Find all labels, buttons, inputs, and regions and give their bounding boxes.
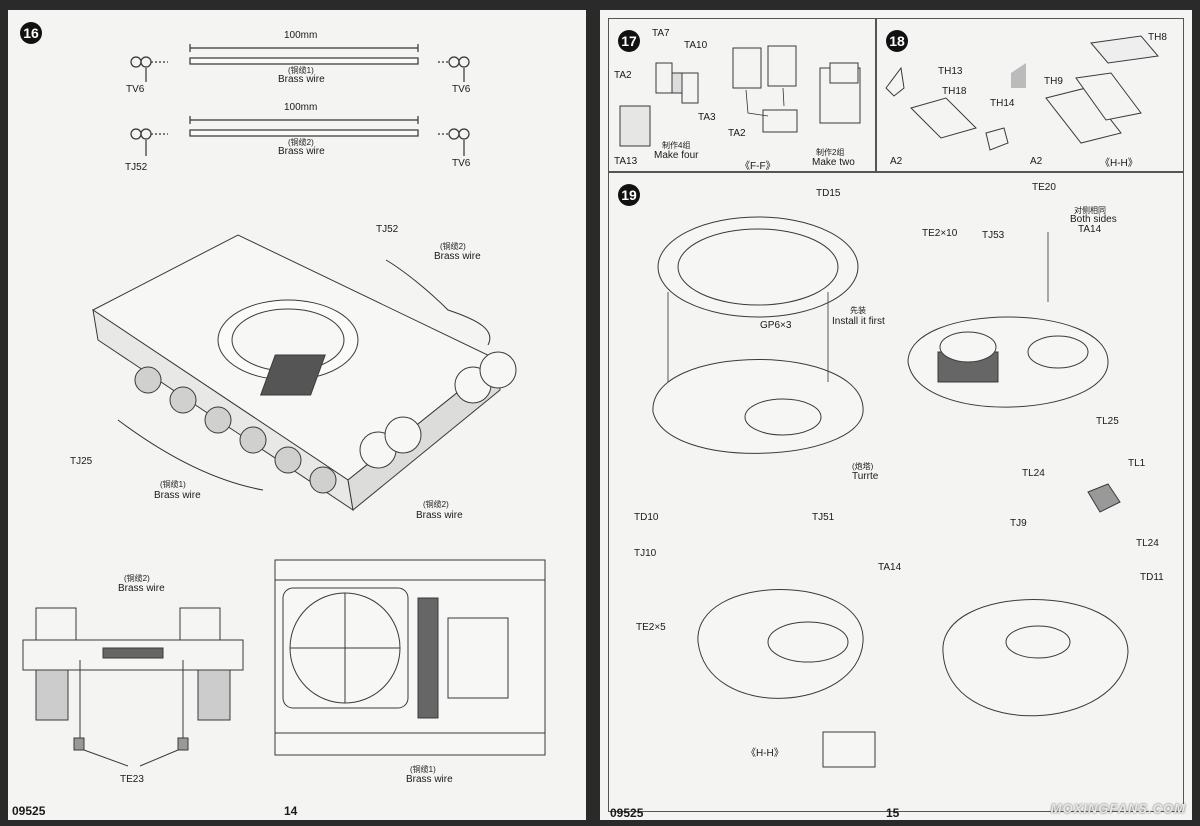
- step-18-drawing: [885, 35, 1159, 151]
- step18-a2-second: A2: [1030, 156, 1043, 167]
- step18-hh-label: 《H-H》: [1100, 158, 1138, 169]
- step19-tl24-second: TL24: [1136, 538, 1159, 549]
- wire1-right-part: TV6: [452, 84, 471, 95]
- wire1-label-cn: (铜缆1): [288, 66, 314, 75]
- left-product-code: 09525: [12, 804, 46, 818]
- rear-te23-label: TE23: [120, 774, 144, 785]
- wire2-length: 100mm: [284, 102, 318, 113]
- step-19-drawing: [652, 216, 1129, 768]
- wire2-right-part: TV6: [452, 158, 471, 169]
- wire2-label-en: Brass wire: [278, 146, 325, 157]
- step-18-panel: [876, 18, 1184, 172]
- top-wire2-en: Brass wire: [416, 510, 463, 521]
- step19-tj53: TJ53: [982, 230, 1005, 241]
- wire2-left-part: TJ52: [125, 162, 148, 173]
- right-page-number: 15: [886, 806, 900, 820]
- wire2-label-cn: (铜缆2): [288, 138, 314, 147]
- step18-th14: TH14: [990, 98, 1015, 109]
- step19-td11: TD11: [1140, 572, 1164, 583]
- step19-install-first-cn: 先装: [850, 306, 866, 315]
- wire1-length: 100mm: [284, 30, 318, 41]
- hull-tj25-label: TJ25: [70, 456, 93, 467]
- step-17-drawing: [619, 45, 861, 147]
- step-19-number: 19: [618, 184, 640, 206]
- step19-both-sides-cn: 对侧相同: [1074, 206, 1106, 215]
- hull-wire1-en: Brass wire: [154, 490, 201, 501]
- step19-tl1: TL1: [1128, 458, 1146, 469]
- step18-th9: TH9: [1044, 76, 1063, 87]
- step19-tj9: TJ9: [1010, 518, 1027, 529]
- step19-ta14-first: TA14: [1078, 224, 1102, 235]
- step19-tj51: TJ51: [812, 512, 835, 523]
- step17-ta2-second: TA2: [728, 128, 746, 139]
- step19-te20: TE20: [1032, 182, 1056, 193]
- top-wire2-cn: (铜缆2): [423, 500, 449, 509]
- step17-make-four-en: Make four: [654, 150, 699, 161]
- step17-ff-label: 《F-F》: [740, 161, 776, 172]
- top-wire1-en: Brass wire: [406, 774, 453, 785]
- right-product-code: 09525: [610, 806, 644, 820]
- step18-a2-first: A2: [890, 156, 903, 167]
- step17-make-four-cn: 制作4组: [662, 141, 691, 150]
- step18-th13: TH13: [938, 66, 963, 77]
- hull-isometric-drawing: [92, 234, 517, 512]
- hull-wire2-en: Brass wire: [434, 251, 481, 262]
- step19-tl24-first: TL24: [1022, 468, 1045, 479]
- step17-make-two-cn: 制作2组: [816, 148, 845, 157]
- step19-te2x10: TE2×10: [922, 228, 958, 239]
- hull-wire1-cn: (铜缆1): [160, 480, 186, 489]
- step-19-panel: [608, 172, 1184, 812]
- step19-tj10: TJ10: [634, 548, 657, 559]
- step19-td10: TD10: [634, 512, 659, 523]
- brass-wire-diagrams: [130, 44, 470, 156]
- step19-turret-cn: (炮塔): [852, 462, 874, 471]
- top-wire1-cn: (铜缆1): [410, 765, 436, 774]
- left-instruction-page: 16 100mm (铜缆1) Brass wire TV6 TV6 100mm: [8, 10, 586, 820]
- step19-gp6: GP6×3: [760, 320, 792, 331]
- step17-ta7: TA7: [652, 28, 670, 39]
- step19-hh-label: 《H-H》: [746, 748, 784, 759]
- step17-ta13: TA13: [614, 156, 638, 167]
- step17-ta2: TA2: [614, 70, 632, 81]
- step18-th8: TH8: [1148, 32, 1167, 43]
- step17-ta3: TA3: [698, 112, 716, 123]
- site-watermark: MOXINGFANS.COM: [1050, 801, 1186, 816]
- step-17-panel: [608, 18, 876, 172]
- step-17-number: 17: [618, 30, 640, 52]
- step18-th18: TH18: [942, 86, 967, 97]
- wire1-label-en: Brass wire: [278, 74, 325, 85]
- step19-td15: TD15: [816, 188, 841, 199]
- step19-turret-en: Turrte: [852, 471, 879, 482]
- hull-wire2-cn: (铜缆2): [440, 242, 466, 251]
- step-18-number: 18: [886, 30, 908, 52]
- hull-rear-view-drawing: [22, 607, 244, 767]
- step17-make-two-en: Make two: [812, 157, 855, 168]
- rear-wire2-cn: (铜缆2): [124, 574, 150, 583]
- step17-ta10: TA10: [684, 40, 708, 51]
- left-page-number: 14: [284, 804, 298, 818]
- step19-both-sides-en: Both sides: [1070, 214, 1117, 225]
- step-16-number: 16: [20, 22, 42, 44]
- hull-tj52-label: TJ52: [376, 224, 399, 235]
- right-instruction-page: 17 TA7 TA10 TA2 TA3 TA13 TA2 制作4组 Make f…: [600, 10, 1192, 820]
- hull-top-view-drawing: [274, 559, 546, 756]
- step19-install-first-en: Install it first: [832, 316, 885, 327]
- wire1-left-part: TV6: [126, 84, 145, 95]
- rear-wire2-en: Brass wire: [118, 583, 165, 594]
- step19-tl25: TL25: [1096, 416, 1119, 427]
- step19-ta14-second: TA14: [878, 562, 902, 573]
- step19-te2x5: TE2×5: [636, 622, 666, 633]
